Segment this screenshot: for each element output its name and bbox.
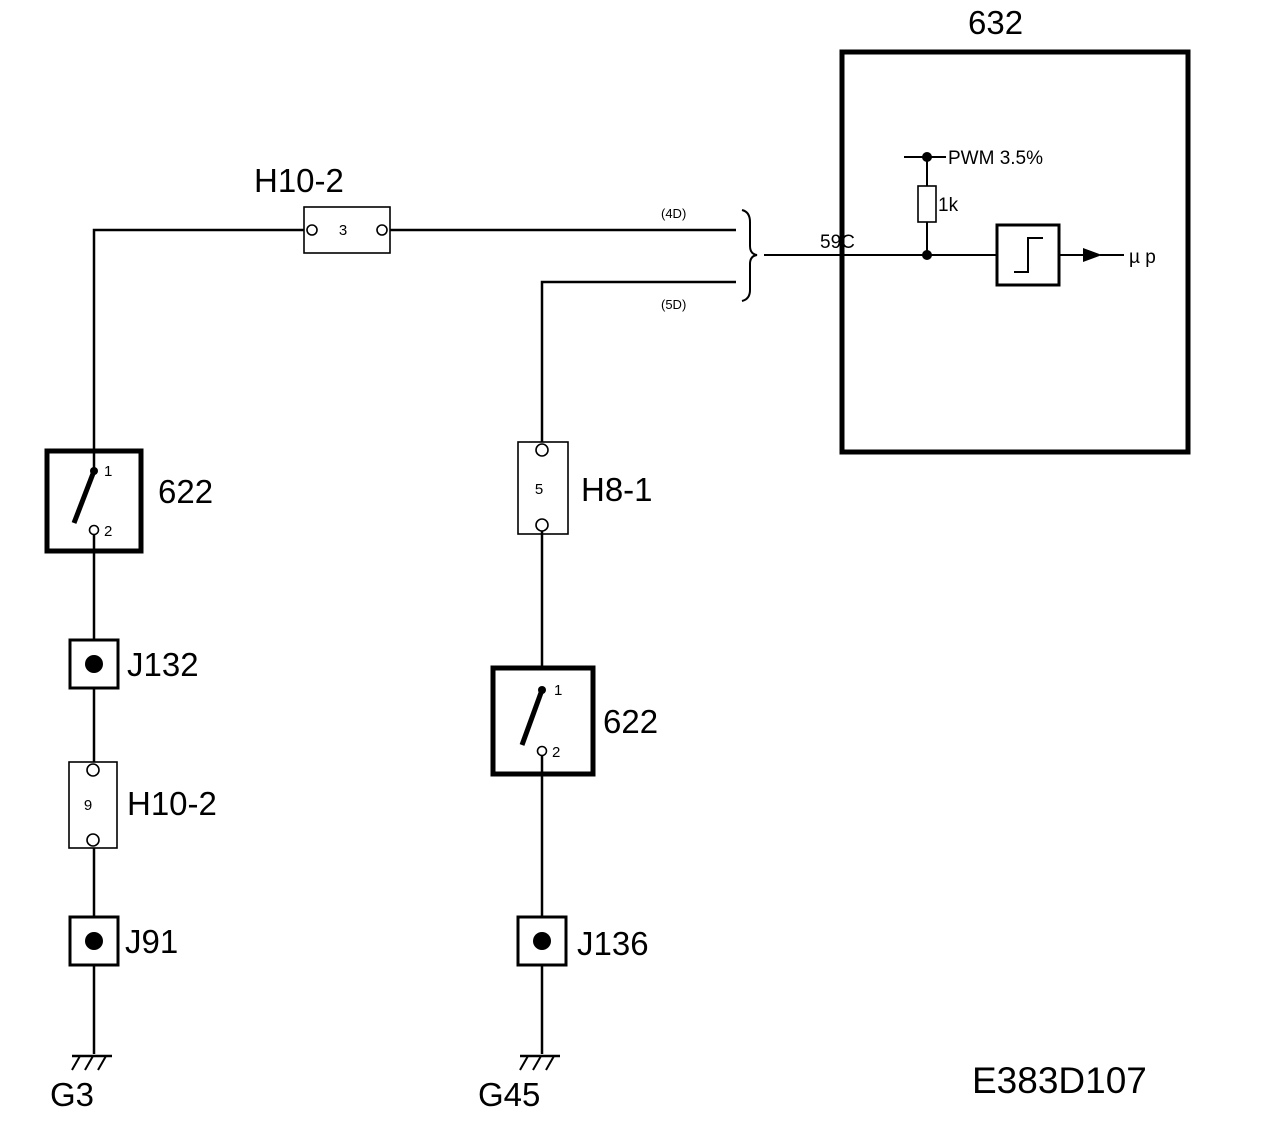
connector-h8-1-pin-b xyxy=(535,518,549,532)
connector-h10-2-top-pin-b xyxy=(376,224,388,236)
module-632-title: 632 xyxy=(968,4,1023,41)
pin-59c-label: 59C xyxy=(820,232,855,253)
connector-h8-1-label: H8-1 xyxy=(581,471,653,508)
connector-h10-2-top-pin-a xyxy=(306,224,318,236)
wire-to-brace-lower xyxy=(540,280,736,442)
branch-label-4d: (4D) xyxy=(661,206,686,221)
module-632-frame xyxy=(839,49,1191,455)
resistor-label: 1k xyxy=(938,195,959,216)
output-arrow-icon xyxy=(1083,248,1102,262)
switch-left-pin2 xyxy=(88,524,100,536)
branch-label-5d: (5D) xyxy=(661,297,686,312)
splice-j132-label: J132 xyxy=(127,646,199,683)
switch-right-label: 622 xyxy=(603,703,658,740)
splice-j91-label: J91 xyxy=(125,923,178,960)
right-circuit: 5 H8-1 1 2 622 J136 G45 xyxy=(478,280,736,1113)
connector-h10-2-left-pin-b xyxy=(86,833,100,847)
pwm-label: PWM 3.5% xyxy=(948,148,1043,169)
switch-right-pin2-label: 2 xyxy=(552,744,560,761)
ground-g45-icon xyxy=(519,1054,560,1071)
switch-left-pin2-label: 2 xyxy=(104,523,112,540)
schmitt-symbol xyxy=(1014,237,1043,273)
connector-h10-2-left-pin-a xyxy=(86,763,100,777)
output-label: µ p xyxy=(1129,247,1156,268)
switch-left-contact xyxy=(71,470,97,524)
switch-right-pin1-label: 1 xyxy=(554,682,562,699)
resistor-1k xyxy=(917,185,937,223)
connector-h8-1-pin-a xyxy=(535,443,549,457)
splice-j136-dot xyxy=(533,932,551,950)
input-node-dot xyxy=(922,250,932,260)
splice-j91-dot xyxy=(85,932,103,950)
switch-left-label: 622 xyxy=(158,473,213,510)
connector-h10-2-left-pin: 9 xyxy=(84,797,92,814)
module-632: 632 PWM 3.5% 1k 59C µ p xyxy=(764,4,1191,455)
splice-j136-label: J136 xyxy=(577,925,649,962)
connector-h10-2-top-pin: 3 xyxy=(339,222,347,239)
ground-g3-icon xyxy=(71,1054,112,1071)
drawing-id: E383D107 xyxy=(972,1060,1147,1101)
ground-g45-label: G45 xyxy=(478,1076,540,1113)
switch-right-contact xyxy=(519,689,545,746)
switch-right-pin2 xyxy=(536,745,548,757)
left-circuit: 3 H10-2 1 2 622 J132 9 H10-2 J91 xyxy=(44,162,736,1113)
splice-j132-dot xyxy=(85,655,103,673)
switch-left-pin1-label: 1 xyxy=(104,463,112,480)
connector-h10-2-top xyxy=(303,206,391,254)
connector-h10-2-left-label: H10-2 xyxy=(127,785,217,822)
ground-g3-label: G3 xyxy=(50,1076,94,1113)
left-top-wire xyxy=(92,228,304,470)
connector-h10-2-top-label: H10-2 xyxy=(254,162,344,199)
connector-h8-1-pin: 5 xyxy=(535,481,543,498)
brace-symbol xyxy=(741,209,758,302)
branch-brace: (4D) (5D) xyxy=(661,206,758,312)
